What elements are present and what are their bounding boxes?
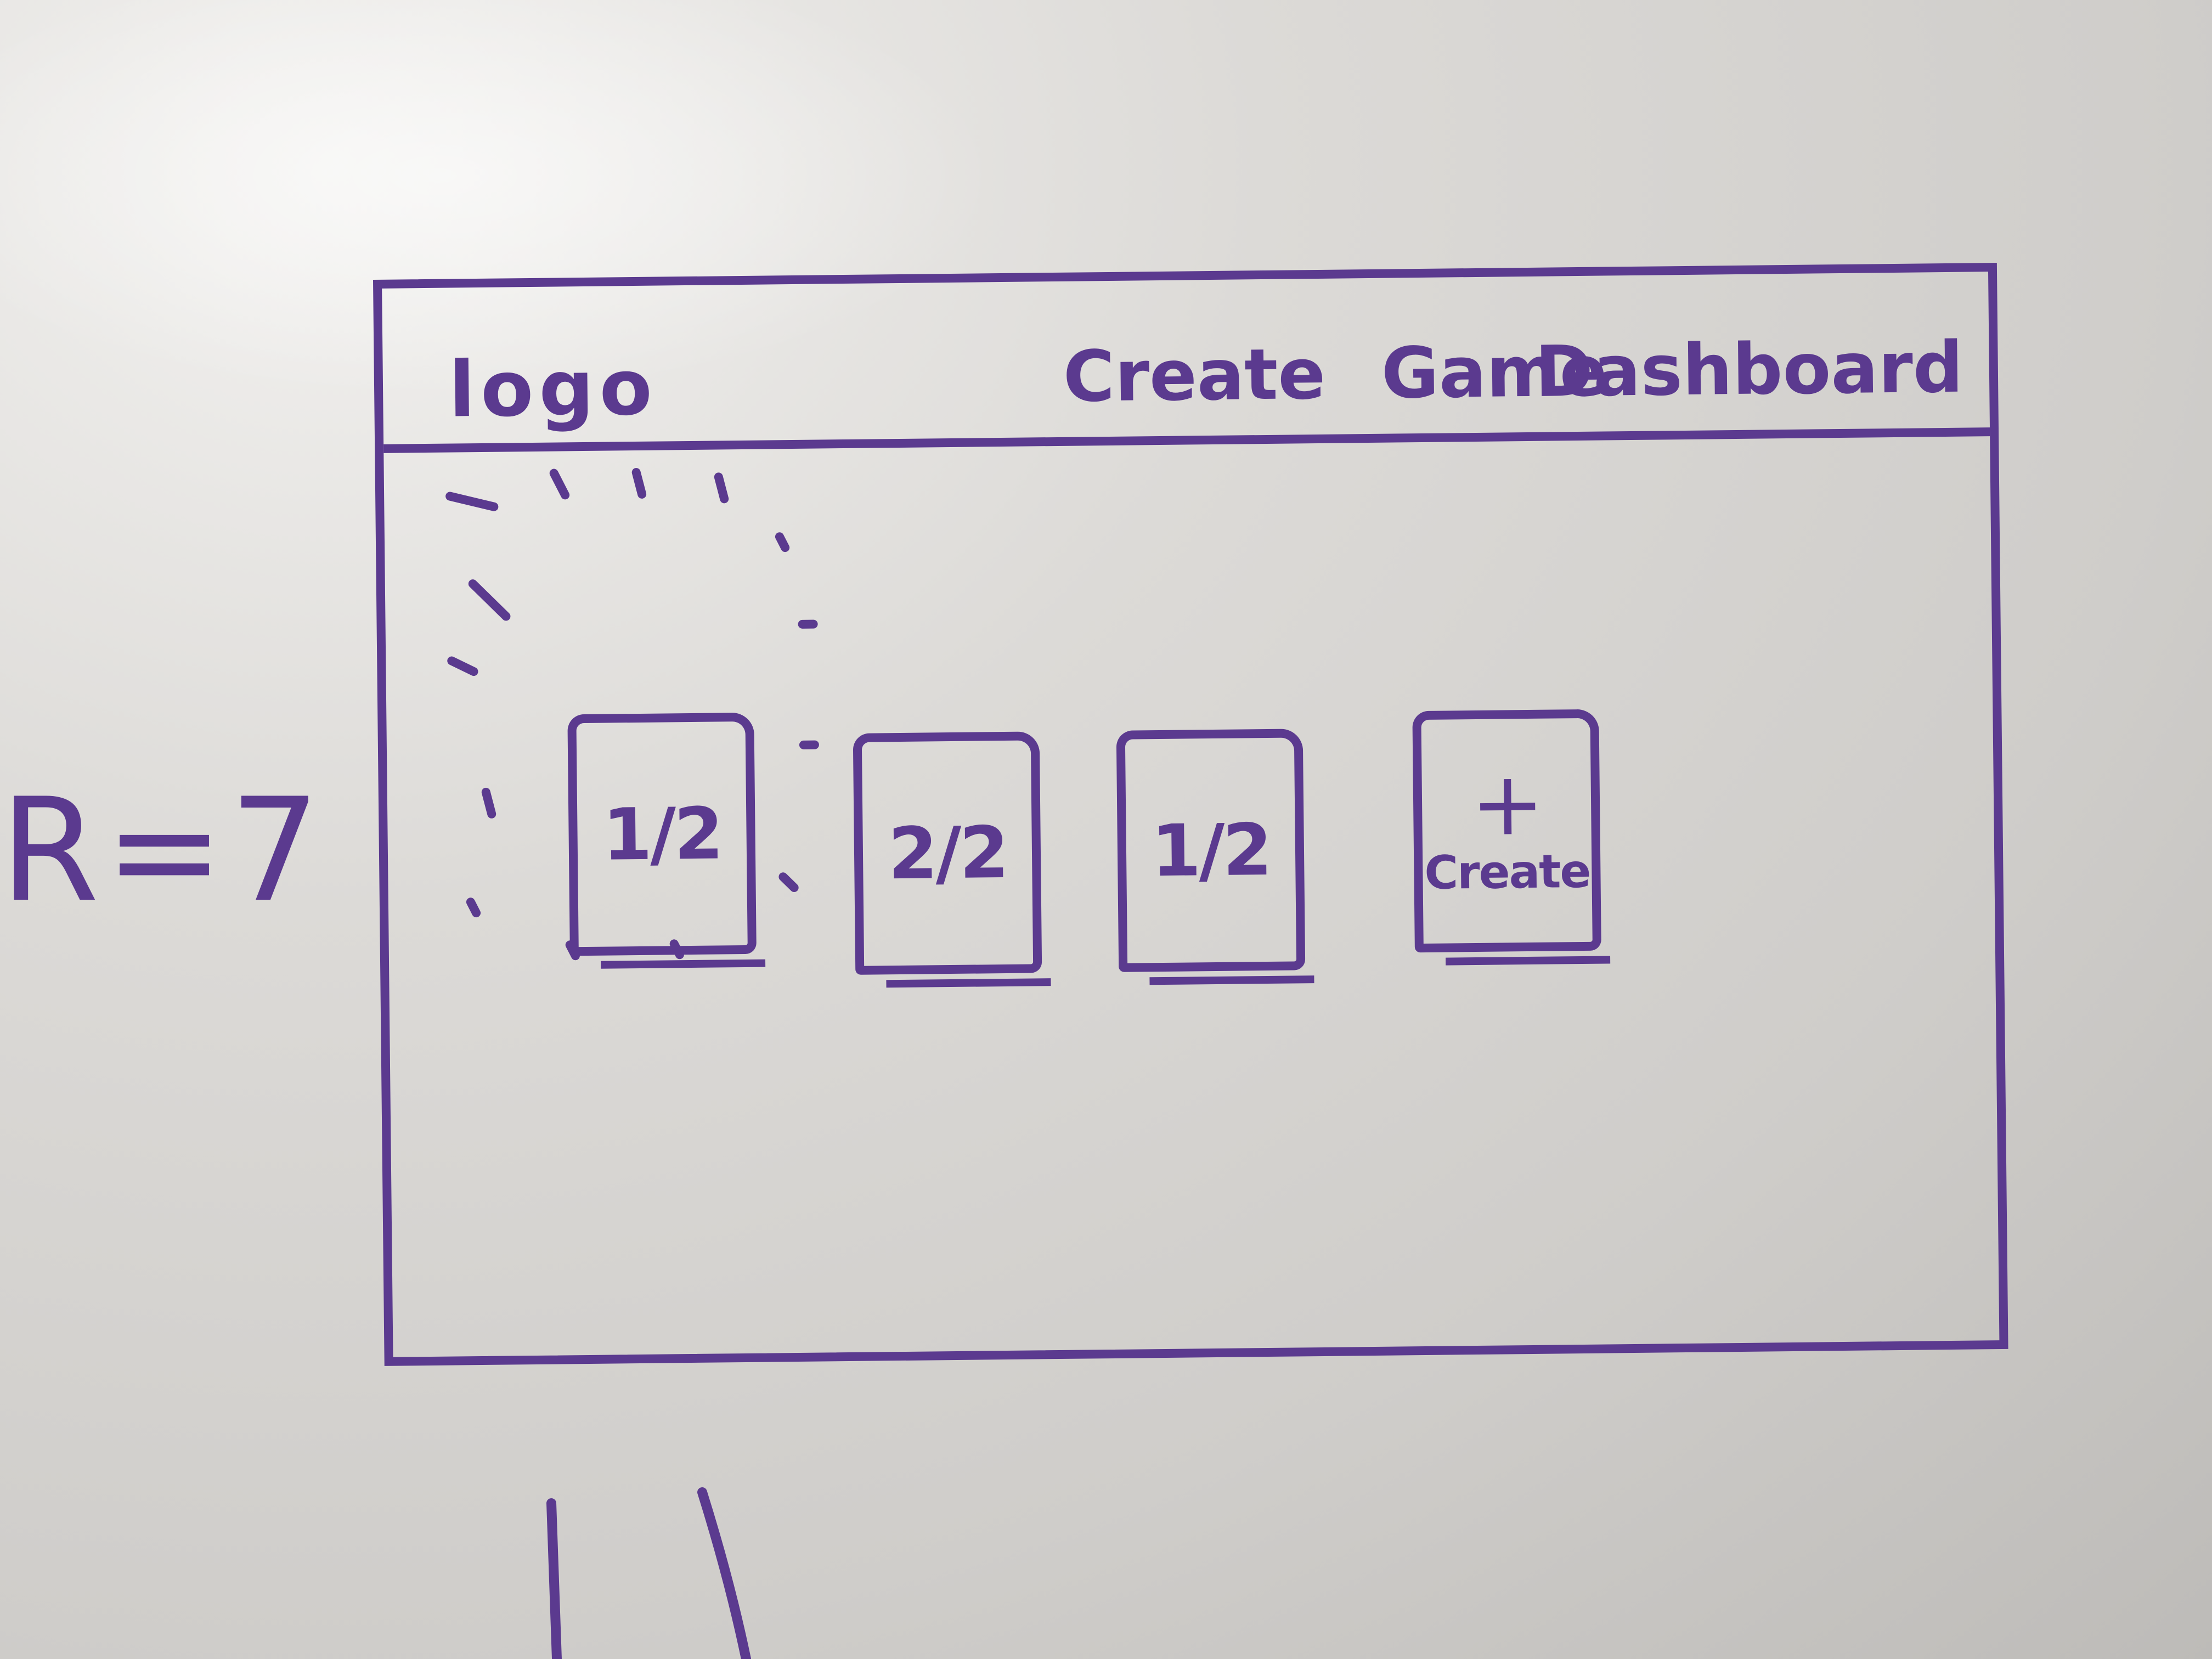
game-card[interactable]: 1/2 — [567, 712, 766, 969]
header-bar: logo Create Game Dashboard — [382, 272, 1990, 453]
card-shadow — [1149, 975, 1314, 985]
game-card[interactable]: 2/2 — [853, 731, 1051, 988]
side-note: R=7 — [0, 768, 326, 934]
create-label: Create — [1424, 844, 1590, 900]
create-game-card[interactable]: + Create — [1412, 709, 1611, 966]
card-shadow — [886, 978, 1051, 988]
game-card[interactable]: 1/2 — [1116, 729, 1314, 985]
game-card-progress: 1/2 — [1150, 808, 1271, 893]
card-shadow — [1446, 956, 1611, 966]
games-grid: 1/2 2/2 1/2 + Create — [383, 436, 1999, 1357]
game-card-progress: 1/2 — [602, 792, 722, 877]
plus-icon: + — [1470, 752, 1543, 856]
card-shadow — [601, 959, 766, 969]
nav-dashboard-link[interactable]: Dashboard — [1534, 326, 1964, 413]
highlight-rays — [445, 467, 819, 961]
logo[interactable]: logo — [448, 343, 658, 435]
nav-create-label[interactable]: Create — [1063, 333, 1326, 418]
game-card-progress: 2/2 — [888, 810, 1007, 896]
app-window: logo Create Game Dashboard — [373, 263, 2008, 1366]
